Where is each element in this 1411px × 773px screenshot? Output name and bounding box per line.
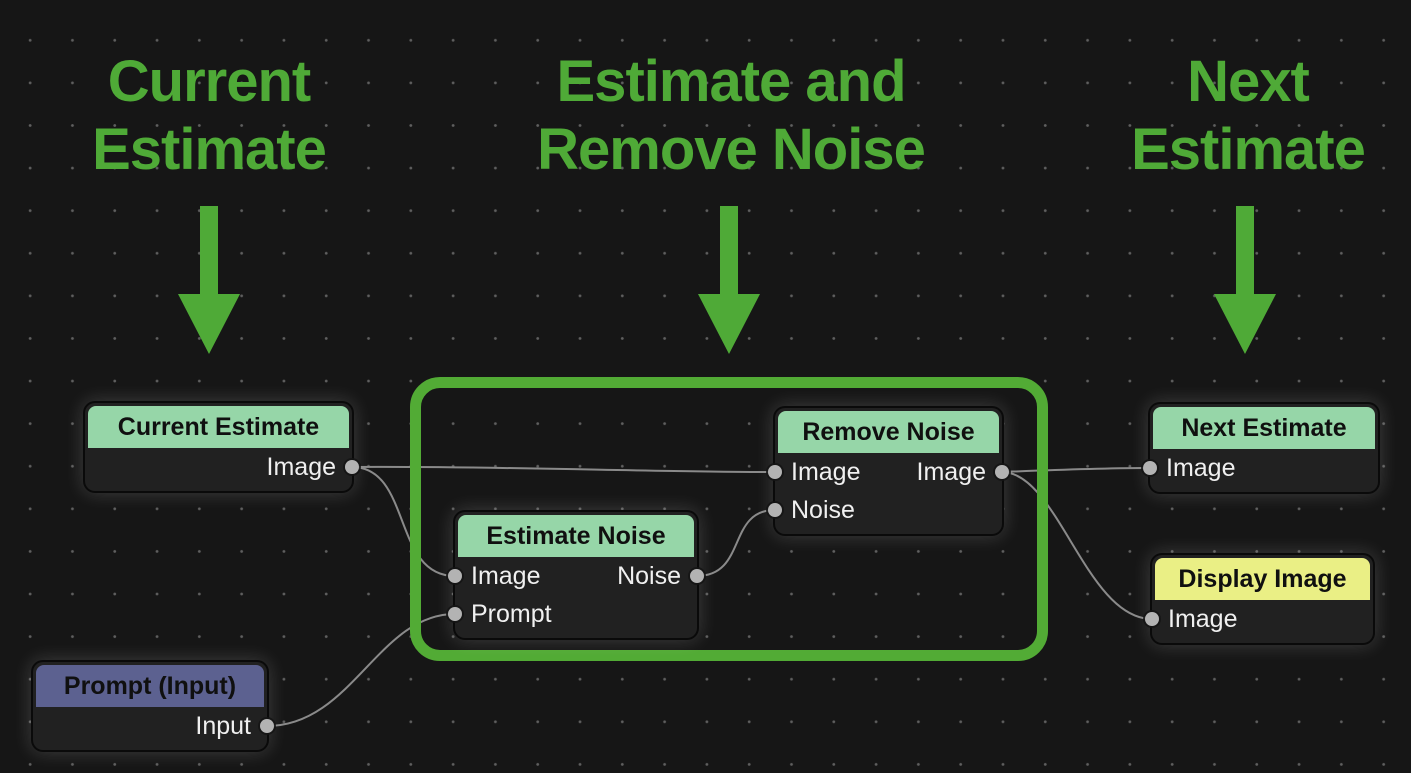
annotation-line: Estimate (1131, 117, 1366, 182)
output-port-image[interactable] (995, 465, 1009, 479)
annotation-line: Estimate and (556, 49, 907, 114)
node-row: Image Noise (448, 557, 704, 595)
node-title[interactable]: Next Estimate (1153, 407, 1375, 449)
input-port-image[interactable] (1145, 612, 1159, 626)
annotation-next-estimate: Next Estimate (1131, 48, 1366, 184)
port-label: Input (195, 712, 251, 740)
node-title[interactable]: Current Estimate (88, 406, 349, 448)
node-title[interactable]: Estimate Noise (458, 515, 694, 557)
wire-prompt-to-estimate (266, 613, 456, 727)
node-row: Noise (768, 491, 1002, 529)
input-port-image[interactable] (448, 569, 462, 583)
annotation-current-estimate: Current Estimate (92, 48, 327, 184)
wire-current-to-estimate (351, 466, 456, 577)
port-label: Image (1168, 605, 1238, 633)
annotation-line: Current (107, 49, 311, 114)
down-arrow-icon (698, 206, 760, 354)
wire-remove-to-display (1001, 471, 1153, 620)
node-title[interactable]: Prompt (Input) (36, 665, 264, 707)
annotation-estimate-and-remove-noise: Estimate and Remove Noise (537, 48, 926, 184)
wire-noise-to-remove (696, 509, 776, 577)
input-port-image[interactable] (1143, 461, 1157, 475)
node-remove-noise[interactable]: Remove Noise Image Image Noise (768, 408, 1009, 534)
down-arrow-icon (1214, 206, 1276, 354)
group-box-estimate-and-remove[interactable] (410, 377, 1048, 661)
node-row: Image (85, 448, 359, 486)
node-row: Image (1143, 449, 1378, 487)
output-port-image[interactable] (345, 460, 359, 474)
port-label: Image (916, 458, 986, 486)
input-port-noise[interactable] (768, 503, 782, 517)
port-label: Image (266, 453, 336, 481)
node-row: Image Image (768, 453, 1009, 491)
node-prompt-input[interactable]: Prompt (Input) Input (33, 662, 274, 750)
node-current-estimate[interactable]: Current Estimate Image (85, 403, 359, 491)
node-row: Image (1145, 600, 1373, 638)
port-label: Image (791, 458, 861, 486)
port-label: Image (1166, 454, 1236, 482)
port-label: Noise (791, 496, 855, 524)
annotation-line: Remove Noise (537, 117, 926, 182)
wire-remove-to-next (1001, 467, 1151, 473)
node-title[interactable]: Display Image (1155, 558, 1370, 600)
node-display-image[interactable]: Display Image Image (1145, 555, 1373, 643)
input-port-prompt[interactable] (448, 607, 462, 621)
output-port-noise[interactable] (690, 569, 704, 583)
input-port-image[interactable] (768, 465, 782, 479)
node-next-estimate[interactable]: Next Estimate Image (1143, 404, 1378, 492)
node-estimate-noise[interactable]: Estimate Noise Image Noise Prompt (448, 512, 704, 638)
port-label: Noise (617, 562, 681, 590)
node-title[interactable]: Remove Noise (778, 411, 999, 453)
port-label: Image (471, 562, 541, 590)
node-row: Prompt (448, 595, 697, 633)
output-port-input[interactable] (260, 719, 274, 733)
node-row: Input (33, 707, 274, 745)
annotation-line: Next (1187, 49, 1310, 114)
down-arrow-icon (178, 206, 240, 354)
annotation-line: Estimate (92, 117, 327, 182)
port-label: Prompt (471, 600, 552, 628)
